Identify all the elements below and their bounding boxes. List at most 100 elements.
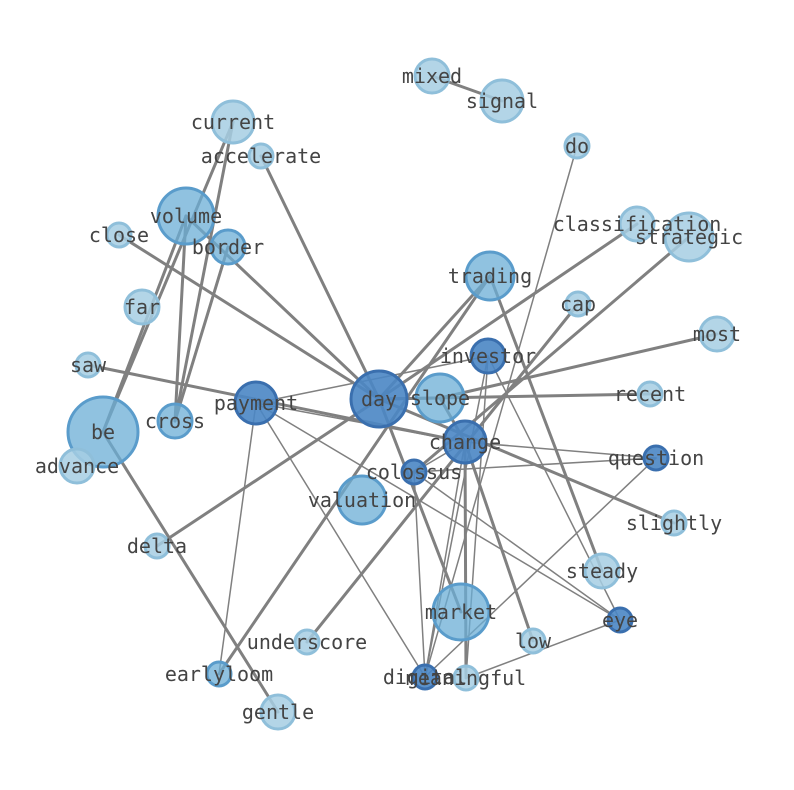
node-payment	[233, 380, 279, 426]
edge-accelerate-day	[259, 154, 381, 401]
node-do	[563, 132, 591, 160]
edge-classification-day	[377, 222, 639, 401]
edge-change-question	[464, 441, 657, 459]
node-far	[123, 288, 161, 326]
node-slope	[414, 372, 466, 424]
node-most	[698, 315, 736, 353]
node-label-slope: slope	[410, 386, 470, 410]
node-label-cap: cap	[560, 292, 596, 316]
edge-border-cross	[173, 245, 230, 423]
node-label-accelerate: accelerate	[201, 144, 321, 168]
node-slightly	[660, 509, 688, 537]
node-underscore	[293, 628, 321, 656]
node-label-change: change	[429, 430, 501, 454]
node-label-delta: delta	[127, 534, 187, 558]
node-label-meaningful: meaningful	[406, 666, 526, 690]
node-earlyloom	[205, 660, 233, 688]
node-label-do: do	[565, 134, 589, 158]
edge-cap-underscore	[305, 302, 580, 644]
node-label-underscore: underscore	[247, 630, 367, 654]
node-delta	[143, 532, 171, 560]
node-label-current: current	[191, 110, 275, 134]
edge-day-market	[377, 397, 463, 614]
edge-close-day	[117, 233, 381, 401]
edge-payment-digital	[255, 402, 426, 678]
node-cross	[156, 402, 194, 440]
node-label-day: day	[361, 387, 397, 411]
edge-colossus-question	[413, 457, 657, 473]
node-label-saw: saw	[70, 353, 107, 377]
node-colossus	[400, 458, 428, 486]
node-border	[209, 228, 247, 266]
node-digital	[411, 663, 439, 691]
edge-current-cross	[173, 120, 235, 423]
edge-trading-earlyloom	[217, 274, 492, 676]
node-be	[66, 395, 140, 469]
node-low	[519, 627, 547, 655]
node-valuation	[336, 474, 388, 526]
node-investor	[469, 337, 507, 375]
edge-day-delta	[155, 397, 381, 548]
node-label-eye: eye	[602, 608, 638, 632]
node-label-be: be	[91, 420, 115, 444]
node-close	[105, 221, 133, 249]
node-signal	[479, 78, 525, 124]
node-gentle	[259, 693, 297, 731]
edge-volume-cross	[173, 214, 188, 423]
node-label-advance: advance	[35, 454, 119, 478]
edge-trading-steady	[488, 274, 604, 573]
node-day	[349, 369, 409, 429]
node-label-volume: volume	[150, 204, 222, 228]
edge-change-meaningful	[463, 440, 468, 680]
node-label-far: far	[124, 295, 160, 319]
node-question	[642, 444, 670, 472]
node-label-valuation: valuation	[308, 488, 416, 512]
node-recent	[636, 380, 664, 408]
node-volume	[156, 186, 216, 246]
edge-current-be	[101, 120, 235, 434]
node-label-payment: payment	[214, 391, 298, 415]
node-label-low: low	[515, 629, 552, 653]
node-classification	[618, 205, 656, 243]
node-label-mixed: mixed	[402, 64, 462, 88]
node-label-signal: signal	[466, 89, 538, 113]
node-label-most: most	[693, 322, 741, 346]
node-change	[442, 419, 488, 465]
node-label-gentle: gentle	[242, 700, 314, 724]
edge-colossus-digital	[413, 471, 426, 678]
node-label-border: border	[192, 235, 264, 259]
edge-payment-change	[255, 402, 466, 443]
node-meaningful	[452, 664, 480, 692]
node-label-slightly: slightly	[626, 511, 722, 535]
node-label-question: question	[608, 446, 704, 470]
node-saw	[74, 351, 102, 379]
node-label-digital: digital	[383, 665, 467, 689]
node-label-market: market	[425, 600, 497, 624]
node-mixed	[413, 57, 451, 95]
node-strategic	[663, 211, 715, 263]
node-label-close: close	[89, 223, 149, 247]
node-layer	[58, 57, 736, 731]
node-trading	[464, 250, 516, 302]
node-market	[431, 582, 491, 642]
node-label-earlyloom: earlyloom	[165, 662, 273, 686]
edge-change-digital	[424, 441, 466, 678]
node-label-colossus: colossus	[366, 460, 462, 484]
node-label-classification: classification	[553, 212, 722, 236]
node-advance	[58, 447, 96, 485]
node-label-cross: cross	[145, 409, 205, 433]
node-steady	[583, 552, 621, 590]
node-label-steady: steady	[566, 559, 638, 583]
edge-change-low	[463, 440, 535, 643]
edge-payment-eye	[255, 402, 621, 621]
node-current	[210, 99, 256, 145]
node-accelerate	[247, 142, 275, 170]
edge-be-gentle	[101, 430, 280, 714]
node-label-recent: recent	[614, 382, 686, 406]
edge-colossus-eye	[413, 471, 621, 621]
node-label-trading: trading	[448, 264, 532, 288]
node-label-investor: investor	[440, 344, 536, 368]
node-cap	[564, 290, 592, 318]
